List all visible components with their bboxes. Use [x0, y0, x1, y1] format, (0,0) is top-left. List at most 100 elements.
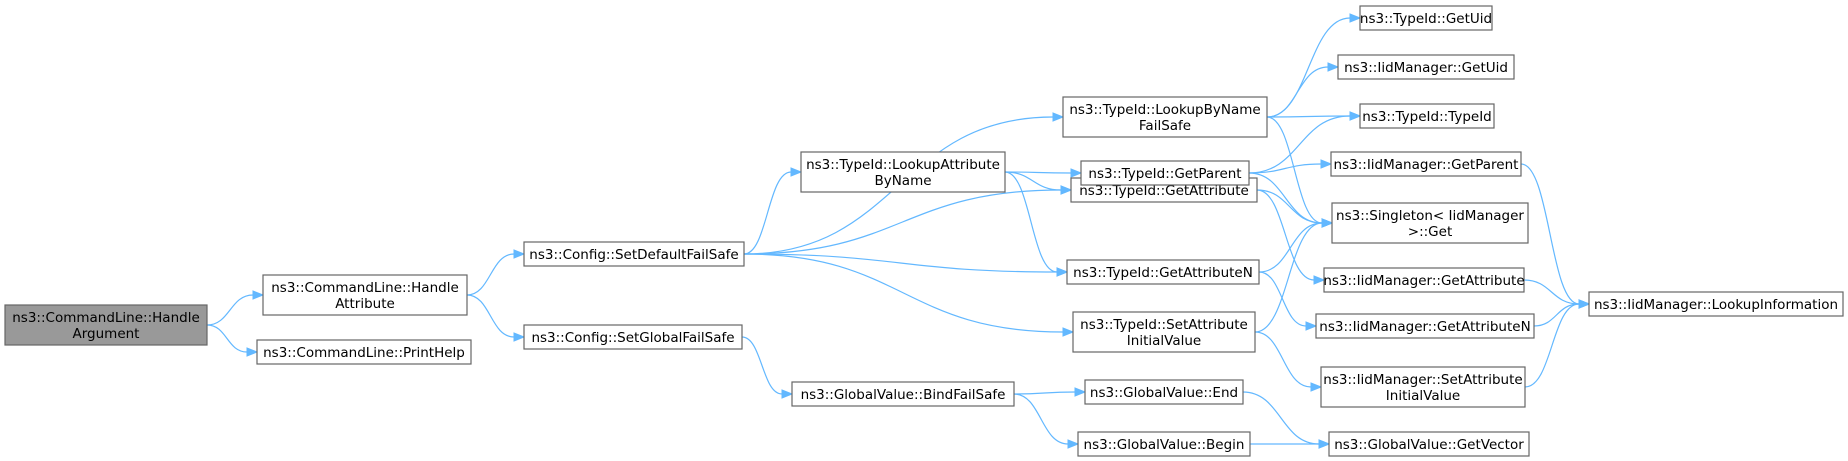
node-label: ns3::Config::SetGlobalFailSafe — [531, 330, 734, 346]
node-label: ns3::IidManager::GetUid — [1344, 60, 1508, 76]
node-label: FailSafe — [1139, 118, 1191, 134]
call-edge-n5-n8 — [1004, 171, 1069, 277]
edge-arrowhead — [1074, 387, 1087, 397]
node-label: ns3::TypeId::GetUid — [1360, 11, 1492, 27]
edge-arrowhead — [1318, 439, 1331, 449]
call-edge-n20-n22 — [1242, 391, 1331, 449]
node-box — [1331, 202, 1529, 244]
edge-line — [206, 324, 248, 353]
edge-arrowhead — [513, 249, 526, 259]
edge-line — [1258, 271, 1307, 327]
call-edge-n7-n17 — [1256, 189, 1326, 285]
function-node-n3[interactable]: ns3::Config::SetDefaultFailSafe — [523, 241, 745, 267]
function-node-n16[interactable]: ns3::Singleton< IidManager>::Get — [1331, 202, 1529, 244]
call-edge-n5-n7 — [1004, 171, 1073, 195]
node-label: ns3::TypeId::LookupAttribute — [806, 157, 1000, 173]
node-box — [1066, 259, 1260, 285]
function-nodes: ns3::CommandLine::HandleArgumentns3::Com… — [4, 5, 1844, 457]
function-node-n12[interactable]: ns3::TypeId::GetUid — [1359, 5, 1493, 31]
call-edge-n21-n22 — [1250, 439, 1331, 449]
node-label: ns3::CommandLine::Handle — [271, 280, 459, 296]
node-box — [1084, 379, 1244, 405]
edge-arrowhead — [1321, 218, 1334, 228]
function-node-n13[interactable]: ns3::IidManager::GetUid — [1337, 54, 1515, 80]
edge-line — [1256, 189, 1323, 224]
node-label: ns3::TypeId::TypeId — [1362, 109, 1492, 125]
call-edge-n3-n7 — [743, 185, 1073, 255]
call-edge-n6-n13 — [1266, 62, 1340, 118]
call-edge-n3-n5 — [743, 167, 803, 255]
call-edge-n9-n19 — [1254, 331, 1323, 392]
node-label: Argument — [73, 326, 140, 342]
node-label: ns3::IidManager::GetAttributeN — [1319, 319, 1530, 335]
node-label: ns3::Config::SetDefaultFailSafe — [529, 247, 738, 263]
node-label: ns3::CommandLine::Handle — [12, 310, 200, 326]
edge-arrowhead — [1313, 275, 1326, 285]
call-edge-n1-n3 — [466, 249, 526, 296]
edge-line — [1266, 66, 1329, 118]
node-box — [523, 324, 743, 350]
node-box — [791, 381, 1015, 407]
edge-line — [206, 294, 254, 326]
edge-line — [743, 253, 1058, 273]
edge-line — [1266, 115, 1351, 118]
node-label: ns3::TypeId::GetParent — [1088, 166, 1241, 182]
node-label: InitialValue — [1127, 333, 1201, 349]
function-node-n11[interactable]: ns3::TypeId::GetParent — [1080, 160, 1250, 186]
call-edge-n8-n18 — [1258, 271, 1318, 331]
function-node-n2[interactable]: ns3::CommandLine::PrintHelp — [256, 339, 472, 365]
function-node-n18[interactable]: ns3::IidManager::GetAttributeN — [1315, 313, 1535, 339]
node-label: ns3::TypeId::SetAttribute — [1080, 317, 1248, 333]
function-node-n10[interactable]: ns3::GlobalValue::BindFailSafe — [791, 381, 1015, 407]
call-edge-n11-n16 — [1248, 172, 1334, 228]
edge-arrowhead — [1062, 327, 1075, 337]
call-edge-n11-n15 — [1248, 159, 1333, 174]
node-label: ns3::TypeId::GetAttributeN — [1073, 265, 1253, 281]
call-edge-n10-n21 — [1013, 393, 1080, 449]
edge-arrowhead — [1578, 299, 1591, 309]
call-edge-n19-n23 — [1524, 299, 1591, 388]
node-box — [523, 241, 745, 267]
function-node-n22[interactable]: ns3::GlobalValue::GetVector — [1328, 431, 1530, 457]
function-node-n15[interactable]: ns3::IidManager::GetParent — [1330, 151, 1522, 177]
node-box — [1337, 54, 1515, 80]
edge-line — [1013, 393, 1069, 445]
function-node-n23[interactable]: ns3::IidManager::LookupInformation — [1588, 291, 1844, 317]
edge-line — [743, 253, 1064, 333]
call-edge-n3-n9 — [743, 253, 1075, 337]
edge-arrowhead — [1067, 439, 1080, 449]
node-label: ns3::CommandLine::PrintHelp — [263, 345, 465, 361]
node-box — [1062, 96, 1268, 138]
function-node-n14[interactable]: ns3::TypeId::TypeId — [1359, 103, 1495, 129]
edge-line — [1256, 189, 1315, 281]
edge-line — [1004, 171, 1062, 191]
node-label: ns3::GlobalValue::GetVector — [1334, 437, 1524, 453]
function-node-n21[interactable]: ns3::GlobalValue::Begin — [1077, 431, 1251, 457]
edge-arrowhead — [252, 290, 265, 300]
edge-line — [1258, 222, 1323, 273]
edge-arrowhead — [1349, 111, 1362, 121]
node-box — [1359, 5, 1493, 31]
call-edge-n4-n10 — [741, 336, 794, 399]
edge-arrowhead — [1349, 13, 1362, 23]
node-label: ns3::GlobalValue::Begin — [1084, 437, 1245, 453]
function-node-n8[interactable]: ns3::TypeId::GetAttributeN — [1066, 259, 1260, 285]
node-label: InitialValue — [1386, 388, 1460, 404]
call-edge-n9-n16 — [1254, 218, 1334, 333]
edge-line — [1248, 115, 1351, 174]
function-node-n17[interactable]: ns3::IidManager::GetAttribute — [1323, 267, 1525, 293]
node-label: ns3::IidManager::GetAttribute — [1323, 273, 1524, 289]
edge-line — [1004, 171, 1058, 273]
function-node-n19[interactable]: ns3::IidManager::SetAttributeInitialValu… — [1320, 366, 1526, 408]
edge-line — [1254, 331, 1312, 388]
node-label: ns3::TypeId::LookupByName — [1069, 102, 1260, 118]
function-node-n20[interactable]: ns3::GlobalValue::End — [1084, 379, 1244, 405]
edge-arrowhead — [1056, 267, 1069, 277]
function-node-n4[interactable]: ns3::Config::SetGlobalFailSafe — [523, 324, 743, 350]
edge-arrowhead — [1052, 112, 1065, 122]
